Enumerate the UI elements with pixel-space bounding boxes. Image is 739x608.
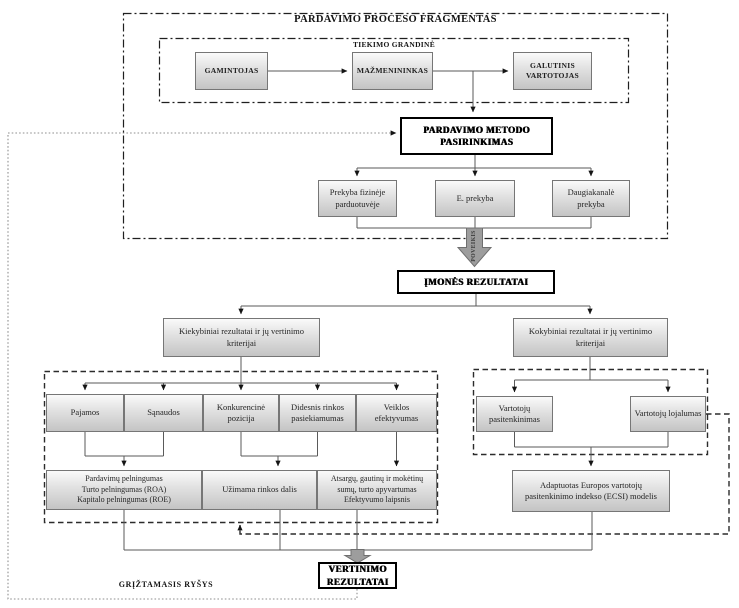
quantitative-frame xyxy=(43,370,439,524)
impact-arrow-icon xyxy=(456,227,493,268)
node-costs: Sąnaudos xyxy=(124,394,203,432)
impact-arrow-label: POVEIKIS xyxy=(471,230,477,262)
node-market-reach: Didesnis rinkos pasiekiamumas xyxy=(279,394,356,432)
node-market-share: Užimama rinkos dalis xyxy=(202,470,317,510)
node-multichannel: Daugiakanalė prekyba xyxy=(552,180,630,217)
supply-chain-frame xyxy=(158,37,630,104)
process-fragment-frame xyxy=(122,12,669,240)
node-customer-loyalty: Vartotojų lojalumas xyxy=(630,396,706,432)
node-evaluation-results: VERTINIMO REZULTATAI xyxy=(318,562,397,589)
node-revenue: Pajamos xyxy=(46,394,124,432)
diagram-title: PARDAVIMO PROCESO FRAGMENTAS xyxy=(294,14,497,25)
loyalty-feedback-line xyxy=(237,413,730,535)
node-ecommerce: E. prekyba xyxy=(435,180,515,217)
node-quantitative-header: Kiekybiniai rezultatai ir jų vertinimo k… xyxy=(163,318,320,357)
node-company-results: ĮMONĖS REZULTATAI xyxy=(397,270,555,294)
node-turnover-measures: Atsargų, gautinų ir mokėtinų sumų, turto… xyxy=(317,470,437,510)
node-end-consumer: GALUTINIS VARTOTOJAS xyxy=(513,52,592,90)
node-physical-store: Prekyba fizinėje parduotuvėje xyxy=(318,180,397,217)
node-method-selection: PARDAVIMO METODO PASIRINKIMAS xyxy=(400,117,553,155)
feedback-loop-lines xyxy=(7,130,730,600)
feedback-label: GRĮŽTAMASIS RYŠYS xyxy=(118,580,214,589)
node-retailer: MAŽMENININKAS xyxy=(352,52,433,90)
node-qualitative-header: Kokybiniai rezultatai ir jų vertinimo kr… xyxy=(513,318,668,357)
node-ecsi-model: Adaptuotas Europos vartotojų pasitenkini… xyxy=(512,470,670,512)
node-efficiency: Veiklos efektyvumas xyxy=(356,394,437,432)
supply-chain-label: TIEKIMO GRANDINĖ xyxy=(352,40,436,49)
node-customer-satisfaction: Vartotojų pasitenkinimas xyxy=(476,396,553,432)
node-producer: GAMINTOJAS xyxy=(195,52,268,90)
node-competitive-position: Konkurencinė pozicija xyxy=(203,394,279,432)
evaluation-arrow-icon xyxy=(343,549,372,564)
node-profitability-measures: Pardavimų pelningumas Turto pelningumas … xyxy=(46,470,202,510)
